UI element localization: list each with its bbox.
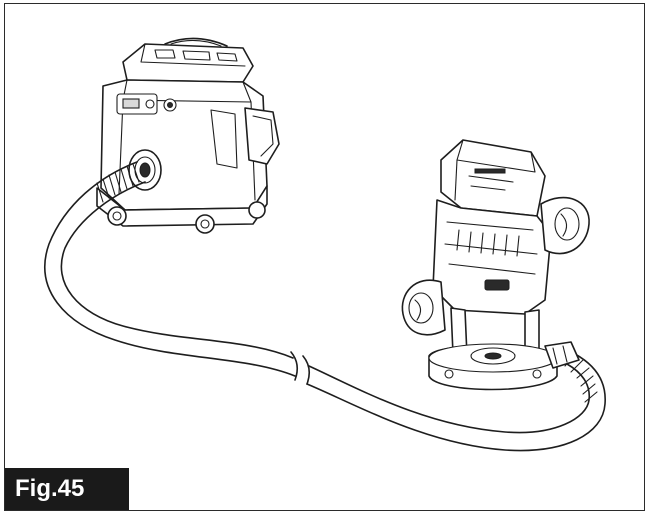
dust-extractor [96,37,280,234]
vacuum-hose [44,161,606,452]
figure-frame: Fig.45 [4,3,645,511]
figure-label: Fig.45 [5,468,129,510]
illustration [44,37,606,452]
cordless-router [401,139,590,391]
